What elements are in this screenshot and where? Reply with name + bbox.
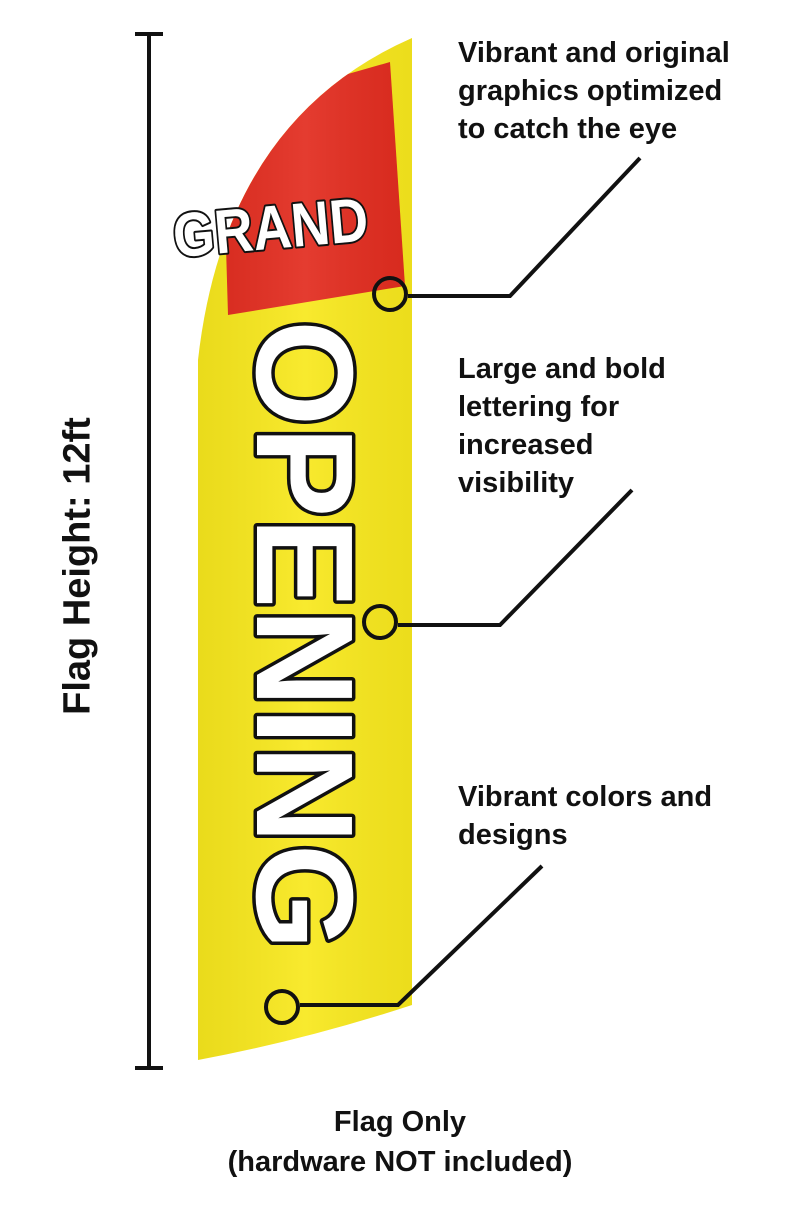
callout-line: visibility: [458, 467, 575, 499]
callout-line: to catch the eye: [458, 113, 678, 145]
callout-line: designs: [458, 819, 568, 851]
callout-line: Large and bold: [458, 353, 666, 385]
callout-line: Vibrant colors and: [458, 781, 713, 813]
footer-note: Flag Only (hardware NOT included): [0, 1102, 800, 1182]
callout-line: Vibrant and original: [458, 37, 730, 69]
callout-connector-2: [362, 488, 634, 640]
callout-connector-3: [264, 864, 544, 1025]
footer-flag-only: Flag Only: [333, 1106, 467, 1138]
callout-graphics: Vibrant and original graphics optimized …: [458, 34, 793, 148]
footer-hardware-note: (hardware NOT included): [227, 1146, 573, 1178]
callout-colors: Vibrant colors and designs: [458, 778, 793, 854]
callout-connector-1: [372, 156, 642, 312]
callout-line: increased: [458, 429, 594, 461]
callout-line: graphics optimized: [458, 75, 723, 107]
callout-line: lettering for: [458, 391, 620, 423]
callout-lettering: Large and bold lettering for increased v…: [458, 350, 758, 502]
flag-word-opening: OPENING: [227, 320, 381, 950]
flag-height-label: Flag Height: 12ft: [56, 417, 99, 715]
height-bracket: [135, 32, 163, 1070]
